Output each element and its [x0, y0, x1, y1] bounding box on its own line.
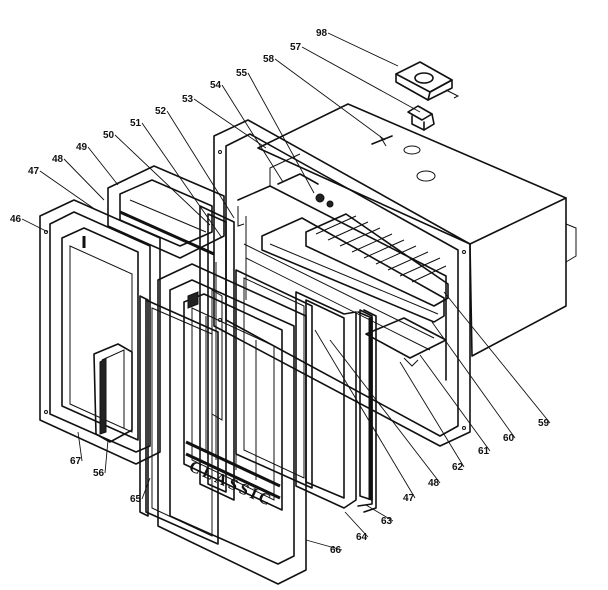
part-label: 47	[403, 493, 415, 504]
callout-c62: 62	[399, 361, 465, 473]
leader-line	[221, 84, 284, 183]
leader-line	[247, 72, 315, 194]
part-label: 51	[130, 118, 142, 129]
leader-line	[193, 98, 267, 149]
leader-line	[141, 122, 223, 239]
leader-line	[327, 32, 399, 67]
part-label: 48	[52, 154, 64, 165]
broil-pan	[365, 317, 447, 367]
leader-line	[305, 539, 343, 551]
part-label: 57	[290, 42, 302, 53]
part-label: 62	[452, 462, 464, 473]
leader-line	[314, 329, 416, 499]
callout-c54: 54	[210, 80, 284, 183]
callout-c63: 63	[365, 504, 394, 527]
inner-door-panel-right	[295, 291, 377, 513]
callout-c65: 65	[130, 477, 151, 505]
oven-cavity	[237, 153, 447, 381]
callout-c52: 52	[155, 106, 235, 219]
callout-c51: 51	[130, 118, 223, 239]
part-label: 59	[538, 418, 550, 429]
leader-line	[63, 158, 105, 201]
front-door-66	[157, 263, 307, 585]
leader-line	[104, 439, 109, 474]
leader-line	[399, 361, 465, 468]
drip-pan	[261, 217, 445, 323]
part-label: 63	[381, 516, 393, 527]
part-label: 49	[76, 142, 88, 153]
callout-c58: 58	[263, 54, 386, 141]
leader-line	[77, 431, 83, 462]
part-label: 53	[182, 94, 194, 105]
leader-line	[21, 218, 49, 233]
heating-element	[237, 173, 334, 227]
callout-c60: 60	[431, 321, 516, 444]
part-label: 52	[155, 106, 167, 117]
part-label: 66	[330, 545, 342, 556]
part-label: 55	[236, 68, 248, 79]
callout-c98: 98	[316, 28, 399, 67]
leader-line	[419, 354, 491, 452]
callout-c48t: 48	[52, 154, 105, 201]
leader-line	[365, 504, 394, 522]
leader-line	[344, 511, 369, 538]
part-label: 65	[130, 494, 142, 505]
callout-c64: 64	[344, 511, 369, 543]
part-label: 47	[28, 166, 40, 177]
part-label: 54	[210, 80, 222, 91]
callout-c56: 56	[93, 439, 109, 479]
callout-c47t: 47	[28, 166, 97, 211]
callout-c50: 50	[103, 130, 211, 226]
callout-c57: 57	[290, 42, 421, 113]
part-label: 56	[93, 468, 105, 479]
part-label: 50	[103, 130, 115, 141]
leader-line	[329, 339, 441, 484]
leader-line	[443, 291, 551, 424]
leader-line	[39, 170, 97, 211]
leader-line	[301, 46, 421, 113]
leader-line	[141, 477, 151, 500]
leader-line	[166, 110, 235, 219]
callout-c46: 46	[10, 214, 49, 233]
callout-c49: 49	[76, 142, 119, 186]
door-hinge	[93, 343, 133, 443]
callout-c53: 53	[182, 94, 267, 149]
oven-housing	[257, 103, 577, 357]
part-label: 64	[356, 532, 368, 543]
lamp-socket	[407, 105, 435, 131]
part-label: 60	[503, 433, 515, 444]
callout-c47b: 47	[314, 329, 416, 504]
leader-line	[431, 321, 516, 439]
part-label: 48	[428, 478, 440, 489]
callout-c67: 67	[70, 431, 83, 467]
leader-line	[87, 146, 119, 186]
callout-c61: 61	[419, 354, 491, 457]
switch-box	[395, 61, 460, 101]
outer-door-left	[39, 199, 161, 465]
callout-c59: 59	[443, 291, 551, 429]
part-label: 67	[70, 456, 82, 467]
callout-c55: 55	[236, 68, 315, 194]
part-label: 46	[10, 214, 22, 225]
callout-c66: 66	[305, 539, 343, 556]
part-label: 58	[263, 54, 275, 65]
leader-line	[114, 134, 211, 226]
part-label: 98	[316, 28, 328, 39]
leader-line	[274, 58, 386, 141]
callout-c48b: 48	[329, 339, 441, 489]
callout-layer: 98 57 58 55 54 53 52 51 50 49 48 47 46 59 60 61 62 48 47 63…	[10, 28, 551, 556]
part-label: 61	[478, 446, 490, 457]
